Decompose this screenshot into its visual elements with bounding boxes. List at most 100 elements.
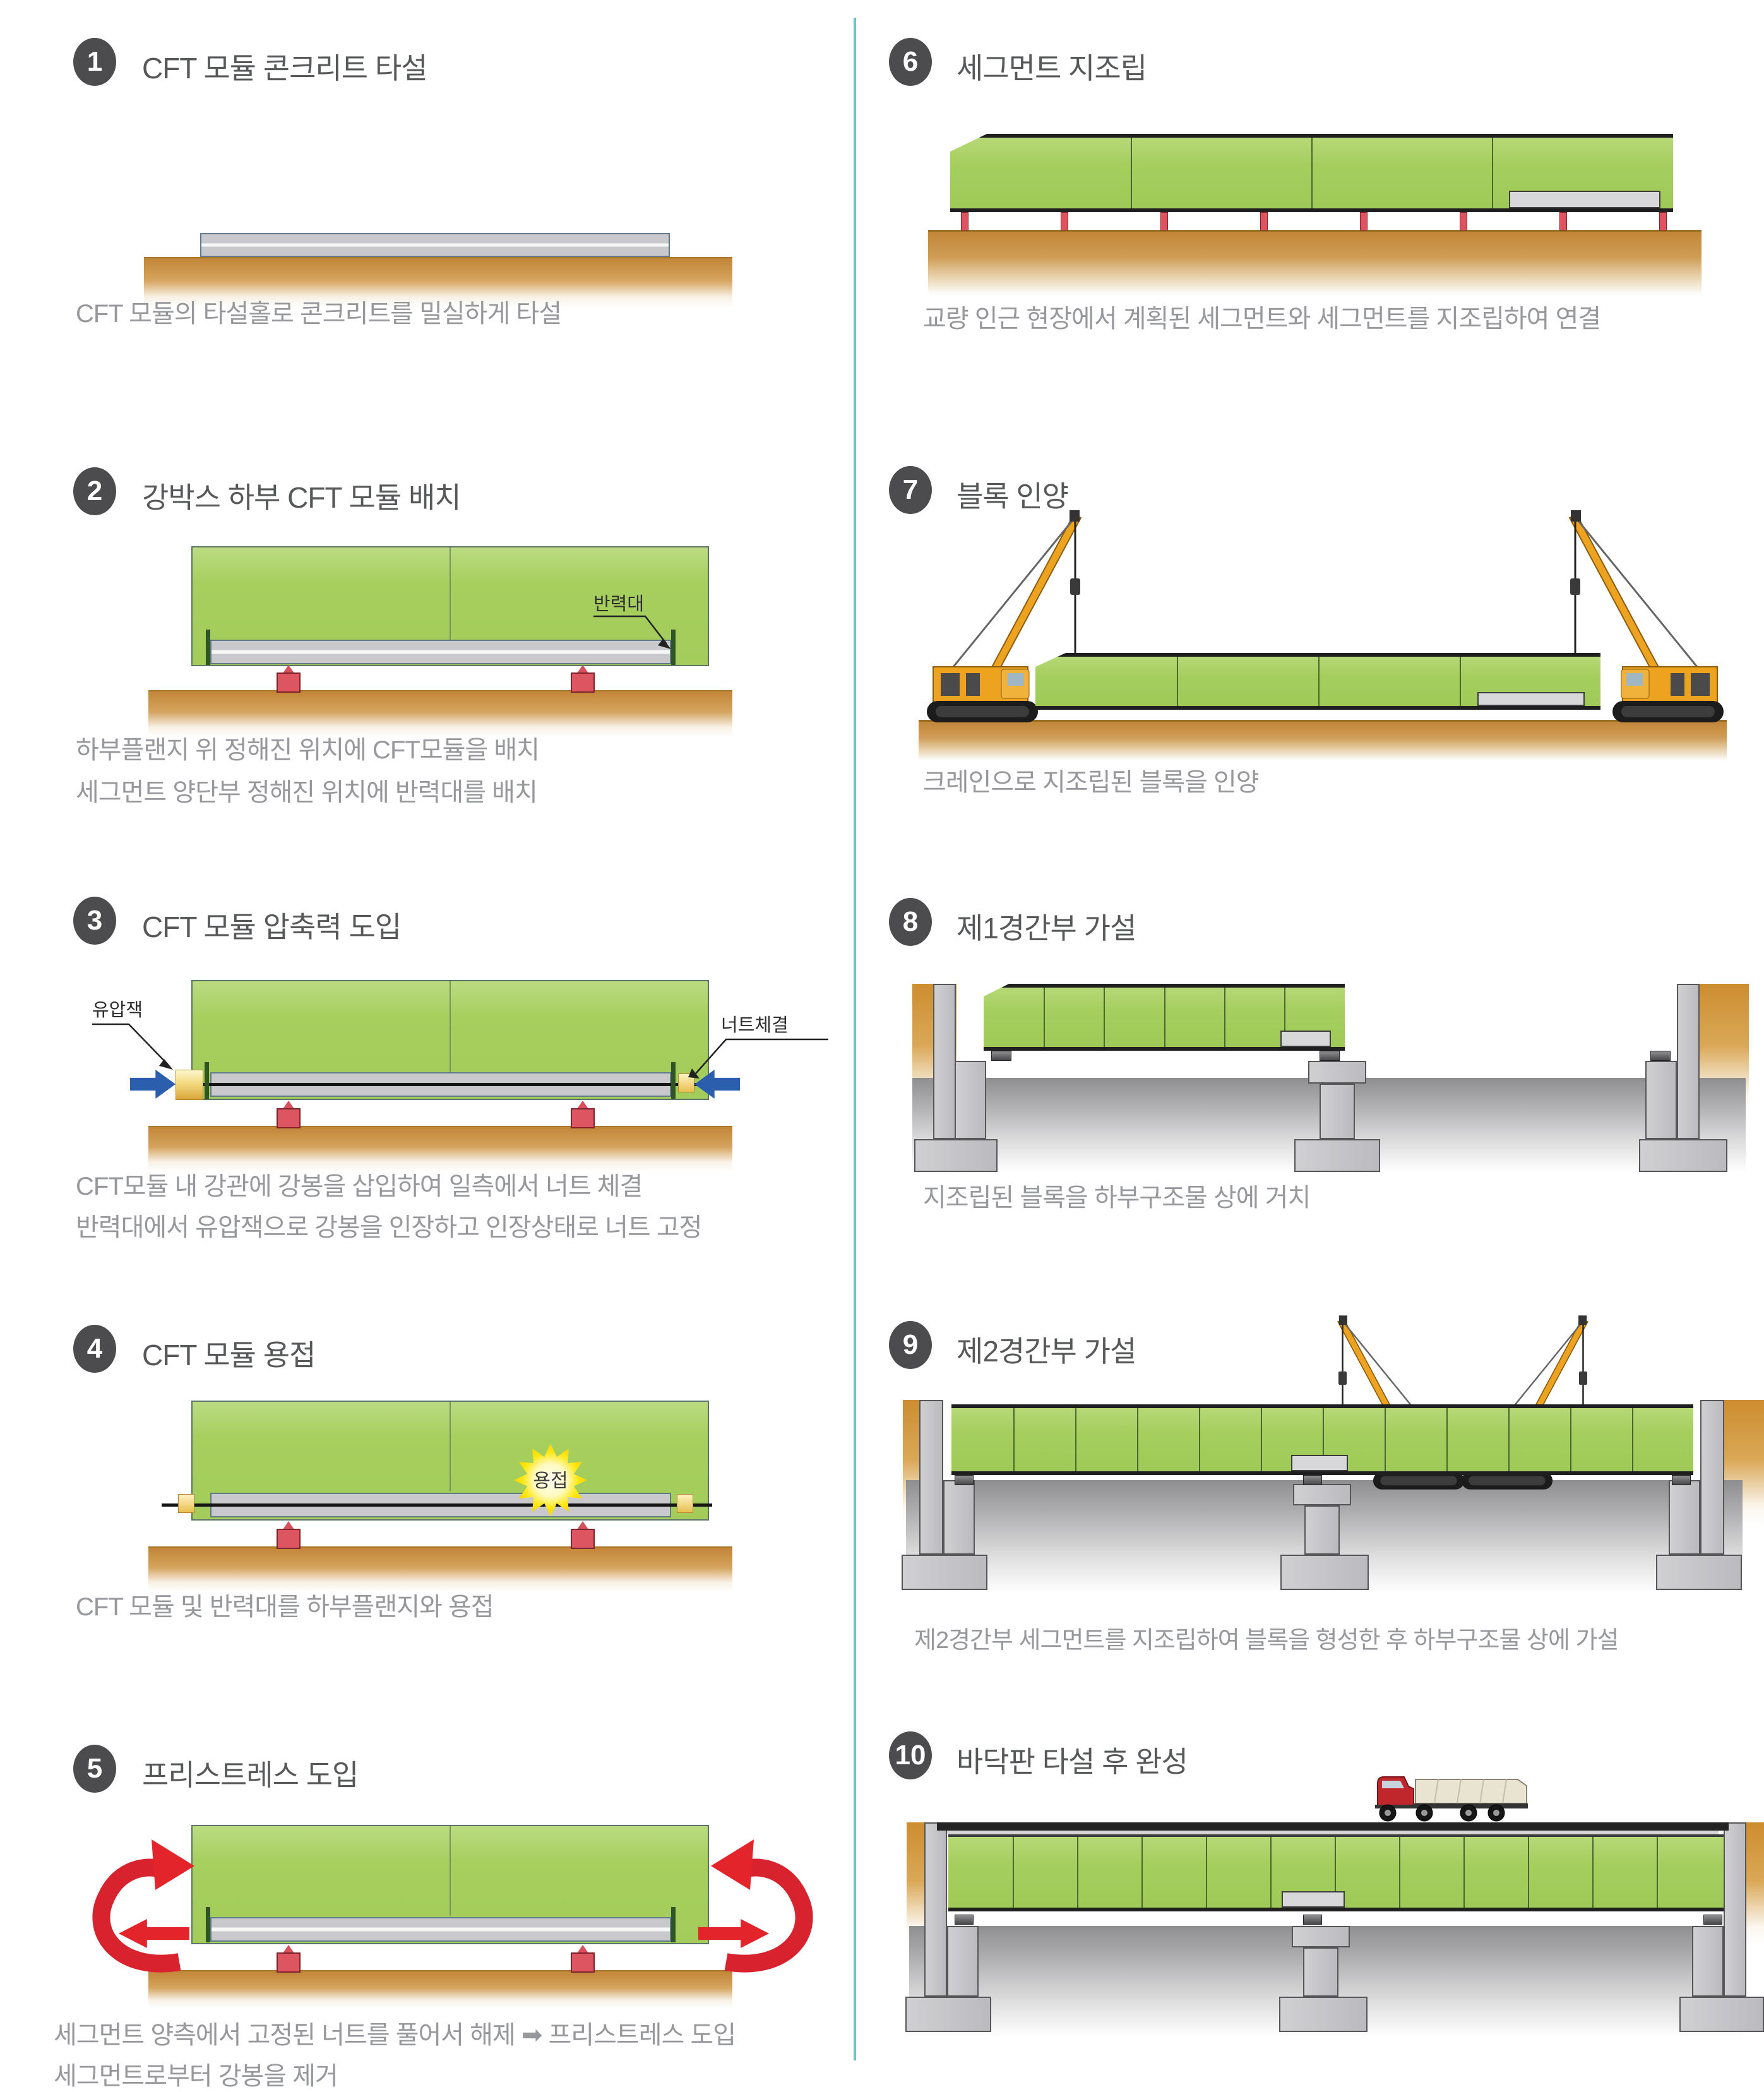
segment-joint — [1075, 1408, 1076, 1471]
segment-joint — [1528, 1837, 1529, 1908]
cft-module-bar — [210, 640, 671, 664]
segment-joint — [1463, 1837, 1465, 1908]
ground — [148, 1126, 732, 1171]
bearing — [1303, 1475, 1322, 1485]
steel-rod — [180, 1083, 704, 1086]
step-7-title: 블록 인양 — [956, 480, 1069, 513]
step-7-number: 7 — [902, 474, 919, 505]
segment-joint — [1141, 1837, 1143, 1908]
span1-girder — [984, 984, 1345, 1051]
support-block — [571, 665, 595, 693]
segment-joint — [1323, 1408, 1324, 1471]
abutment-footing-right — [1656, 1555, 1742, 1590]
step-5-caption-line2: 세그먼트로부터 강봉을 제거 — [54, 2062, 338, 2090]
support-peg — [1160, 212, 1168, 230]
step-3-number: 3 — [86, 905, 103, 936]
segment-joint — [1199, 1408, 1200, 1471]
jack-label: 유압잭 — [92, 1000, 143, 1020]
support-block — [571, 1521, 595, 1549]
step-7: 7 블록 인양 크레인으로 — [884, 460, 1764, 870]
step-8-badge: 8 — [889, 898, 932, 946]
support-peg — [1460, 212, 1467, 230]
girder-top-flange — [951, 1404, 1693, 1408]
support-peg — [1061, 212, 1068, 230]
step-2-caption-line1: 하부플랜지 위 정해진 위치에 CFT모듈을 배치 — [76, 736, 540, 764]
segment-joint — [1044, 988, 1045, 1047]
weld-label: 용접 — [533, 1471, 568, 1491]
leader-line — [688, 1038, 828, 1079]
step-6-number: 6 — [902, 46, 919, 77]
prestress-rotation-arrow-left-icon — [92, 1839, 194, 1973]
step-6: 6 세그먼트 지조립 교량 인근 현장에서 계획된 세그먼트와 세그먼트를 지조… — [884, 32, 1764, 410]
girder-bottom-flange — [984, 1047, 1345, 1051]
ground — [148, 1970, 732, 2008]
step-1-caption: CFT 모듈의 타설홀로 콘크리트를 밀실하게 타설 — [76, 300, 562, 328]
reaction-block-label: 반력대 — [593, 594, 645, 614]
girder-bottom-flange — [1035, 706, 1600, 710]
step-1-title: CFT 모듈 콘크리트 타설 — [142, 52, 427, 85]
step-10-badge: 10 — [889, 1731, 932, 1779]
girder-top-flange — [984, 984, 1345, 988]
step-2-number: 2 — [86, 475, 103, 506]
deck-underside — [947, 1831, 1719, 1834]
segment-joint — [1224, 988, 1225, 1047]
step-4-caption: CFT 모듈 및 반력대를 하부플랜지와 용접 — [76, 1593, 494, 1621]
step-9-number: 9 — [902, 1329, 919, 1360]
step-3: 3 CFT 모듈 압축력 도입 유압잭 너트체결 CFT모듈 내 강관에 강봉을… — [38, 890, 859, 1276]
steel-rod — [162, 1503, 712, 1507]
support-block — [571, 1945, 595, 1973]
nut-left — [178, 1494, 194, 1513]
splice-plate — [1282, 1891, 1345, 1908]
step-9-badge: 9 — [889, 1321, 932, 1369]
segment-joint — [1657, 1837, 1658, 1908]
ground — [148, 1546, 732, 1592]
reaction-block-right — [671, 630, 676, 665]
step-4-number: 4 — [86, 1333, 103, 1364]
bearing — [1703, 1915, 1722, 1925]
segment-joint — [1013, 1837, 1014, 1908]
segment-joint — [450, 1826, 451, 1916]
segment-joint — [450, 1402, 451, 1491]
cft-module-inlay — [1477, 692, 1585, 706]
leader-line — [92, 1023, 173, 1070]
weld-starburst-icon: 용접 — [514, 1443, 587, 1517]
abutment-backfill-right — [1746, 1822, 1764, 1946]
support-block — [277, 1101, 301, 1128]
segment-joint — [1446, 1408, 1448, 1471]
segment-joint — [1077, 1837, 1078, 1908]
support-peg — [1559, 212, 1567, 230]
splice-plate — [1291, 1455, 1348, 1471]
step-10-title: 바닥판 타설 후 완성 — [956, 1745, 1188, 1778]
girder-bottom-flange — [950, 208, 1673, 212]
step-5-title: 프리스트레스 도입 — [142, 1759, 359, 1791]
abutment-seat-right — [1645, 1061, 1677, 1139]
abutment-wall-left — [924, 1822, 947, 1997]
support-block — [571, 1101, 595, 1128]
bearing — [1320, 1051, 1340, 1061]
completed-girder — [948, 1834, 1724, 1911]
segment-joint — [450, 547, 451, 640]
ground — [928, 230, 1701, 295]
reaction-block-left — [206, 630, 210, 665]
step-8: 8 제1경간부 가설 지조립된 블록을 하부구조물 상에 거치 — [884, 892, 1764, 1283]
reaction-block-left — [205, 1062, 209, 1099]
step-8-number: 8 — [902, 906, 919, 937]
cft-module-bar — [200, 233, 670, 257]
bearing — [1303, 1915, 1322, 1925]
abutment-footing-left — [905, 1997, 991, 2032]
nut-label: 너트체결 — [721, 1015, 789, 1036]
abutment-wall-right — [1700, 1400, 1724, 1555]
ground — [148, 690, 732, 737]
segment-joint — [1013, 1408, 1015, 1471]
segment-joint — [1104, 988, 1105, 1047]
step-9-caption: 제2경간부 세그먼트를 지조립하여 블록을 형성한 후 하부구조물 상에 가설 — [914, 1627, 1619, 1654]
step-10: 10 바닥판 타설 후 완성 — [884, 1725, 1764, 2076]
ground — [919, 720, 1727, 761]
bearing — [1650, 1051, 1671, 1061]
support-peg — [1659, 212, 1667, 230]
pier-column — [1303, 1947, 1338, 1997]
cft-module-inlay — [1509, 191, 1660, 208]
step-2-caption-line2: 세그먼트 양단부 정해진 위치에 반력대를 배치 — [76, 779, 538, 806]
assembled-block-girder — [950, 134, 1673, 212]
